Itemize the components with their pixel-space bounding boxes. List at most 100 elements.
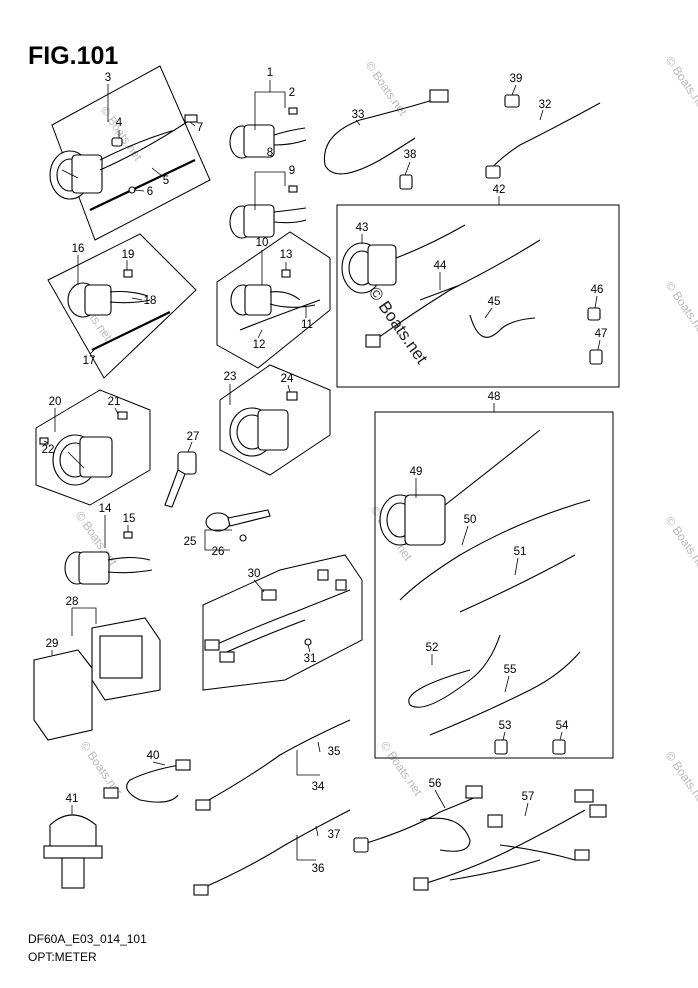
callout-20: 20 [49, 396, 62, 408]
part-3-gauge [49, 150, 103, 200]
part-36-connector [193, 884, 209, 896]
callout-19: 19 [122, 249, 135, 261]
group-box-3 [51, 65, 211, 241]
part-44-connector [365, 334, 381, 348]
callout-31: 31 [304, 653, 317, 665]
part-14-gauge [64, 531, 153, 585]
callout-25: 25 [184, 536, 197, 548]
figure-code: DF60A_E03_014_101 [28, 932, 147, 946]
callout-55: 55 [504, 664, 517, 676]
part-38-plug [399, 174, 413, 190]
group-box-23 [219, 364, 331, 476]
part-20-gauge [39, 411, 128, 486]
callout-16: 16 [72, 243, 85, 255]
callout-38: 38 [404, 149, 417, 161]
callout-48: 48 [488, 391, 501, 403]
callout-30: 30 [248, 568, 261, 580]
watermark-layer: © Boats.net © Boats.net © Boats.net © Bo… [68, 54, 698, 809]
callout-18: 18 [144, 295, 157, 307]
leader-lines [43, 80, 601, 861]
watermark-prominent-text: © Boats.net [365, 283, 432, 367]
callout-23: 23 [224, 371, 237, 383]
part-36-harness [197, 809, 351, 891]
part-27-switch [164, 451, 197, 508]
part-10-gauge [230, 269, 321, 331]
callout-34: 34 [312, 781, 325, 793]
part-32-connector [485, 165, 501, 179]
callout-32: 32 [539, 99, 552, 111]
part-33-connector [429, 89, 449, 103]
part-8-gauge [229, 185, 307, 239]
group-box-20 [35, 389, 151, 506]
group-box-16 [47, 233, 197, 379]
part-7-wires [99, 119, 191, 171]
part-39-plug [504, 94, 520, 108]
part-23-gauge [229, 391, 298, 457]
watermark-text: © Boats.net [98, 104, 146, 164]
callout-29: 29 [46, 638, 59, 650]
part-43-gauge [341, 224, 466, 294]
callout-41: 41 [66, 793, 79, 805]
part-49-gauge [379, 429, 541, 546]
watermark-text: © Boats.net [663, 54, 698, 114]
part-33-cable [323, 97, 441, 175]
part-41-sender [43, 814, 103, 889]
part-25-lever [205, 509, 271, 542]
callout-36: 36 [312, 863, 325, 875]
callout-3: 3 [105, 72, 111, 84]
callout-43: 43 [356, 222, 369, 234]
part-56-cable [353, 785, 483, 853]
part-47-plug [589, 349, 603, 365]
part-16-gauge [67, 269, 171, 351]
callout-24: 24 [281, 373, 294, 385]
part-54-plug [552, 739, 566, 755]
callout-39: 39 [510, 73, 523, 85]
watermark-text: © Boats.net [663, 749, 698, 809]
callout-57: 57 [522, 791, 535, 803]
callout-numbers: 1 2 3 4 5 6 7 8 9 10 11 12 13 14 15 16 1… [42, 67, 608, 875]
callout-50: 50 [464, 514, 477, 526]
callout-9: 9 [289, 165, 295, 177]
callout-42: 42 [493, 184, 506, 196]
part-53-plug [494, 739, 508, 755]
callout-51: 51 [514, 546, 527, 558]
callout-54: 54 [556, 720, 569, 732]
callout-33: 33 [352, 109, 365, 121]
callout-56: 56 [429, 778, 442, 790]
watermark-text: © Boats.net [663, 514, 698, 574]
callout-49: 49 [410, 466, 423, 478]
callout-11: 11 [301, 319, 313, 331]
part-34-harness [199, 719, 351, 806]
watermark-text: © Boats.net [363, 59, 411, 119]
watermark-text: © Boats.net [663, 279, 698, 339]
callout-5: 5 [163, 175, 169, 187]
callout-35: 35 [328, 746, 341, 758]
callout-6: 6 [147, 186, 153, 198]
callout-22: 22 [42, 444, 55, 456]
figure-title: FIG.101 [28, 42, 119, 70]
part-32-cable [489, 102, 601, 171]
part-55-cable [429, 651, 581, 736]
part-30-harness [204, 569, 351, 663]
callout-45: 45 [488, 296, 501, 308]
group-box-10 [216, 231, 331, 369]
callout-13: 13 [280, 249, 293, 261]
callout-14: 14 [99, 503, 112, 515]
figure-caption: OPT:METER [28, 950, 97, 964]
callout-17: 17 [83, 355, 96, 367]
callout-15: 15 [123, 513, 136, 525]
callout-28: 28 [66, 596, 79, 608]
part-52-cable [408, 634, 501, 708]
part-29-cover [33, 649, 93, 741]
callout-47: 47 [595, 328, 608, 340]
part-57-harness [413, 789, 607, 891]
part-44-cable [374, 239, 541, 341]
watermark-text: © Boats.net [378, 739, 426, 799]
callout-26: 26 [212, 546, 225, 558]
callout-52: 52 [426, 642, 439, 654]
part-51-cable [459, 554, 576, 613]
part-4-bulb [111, 137, 123, 147]
group-box-42 [336, 204, 620, 388]
part-5-rod [89, 159, 196, 211]
group-box-48 [374, 411, 614, 759]
